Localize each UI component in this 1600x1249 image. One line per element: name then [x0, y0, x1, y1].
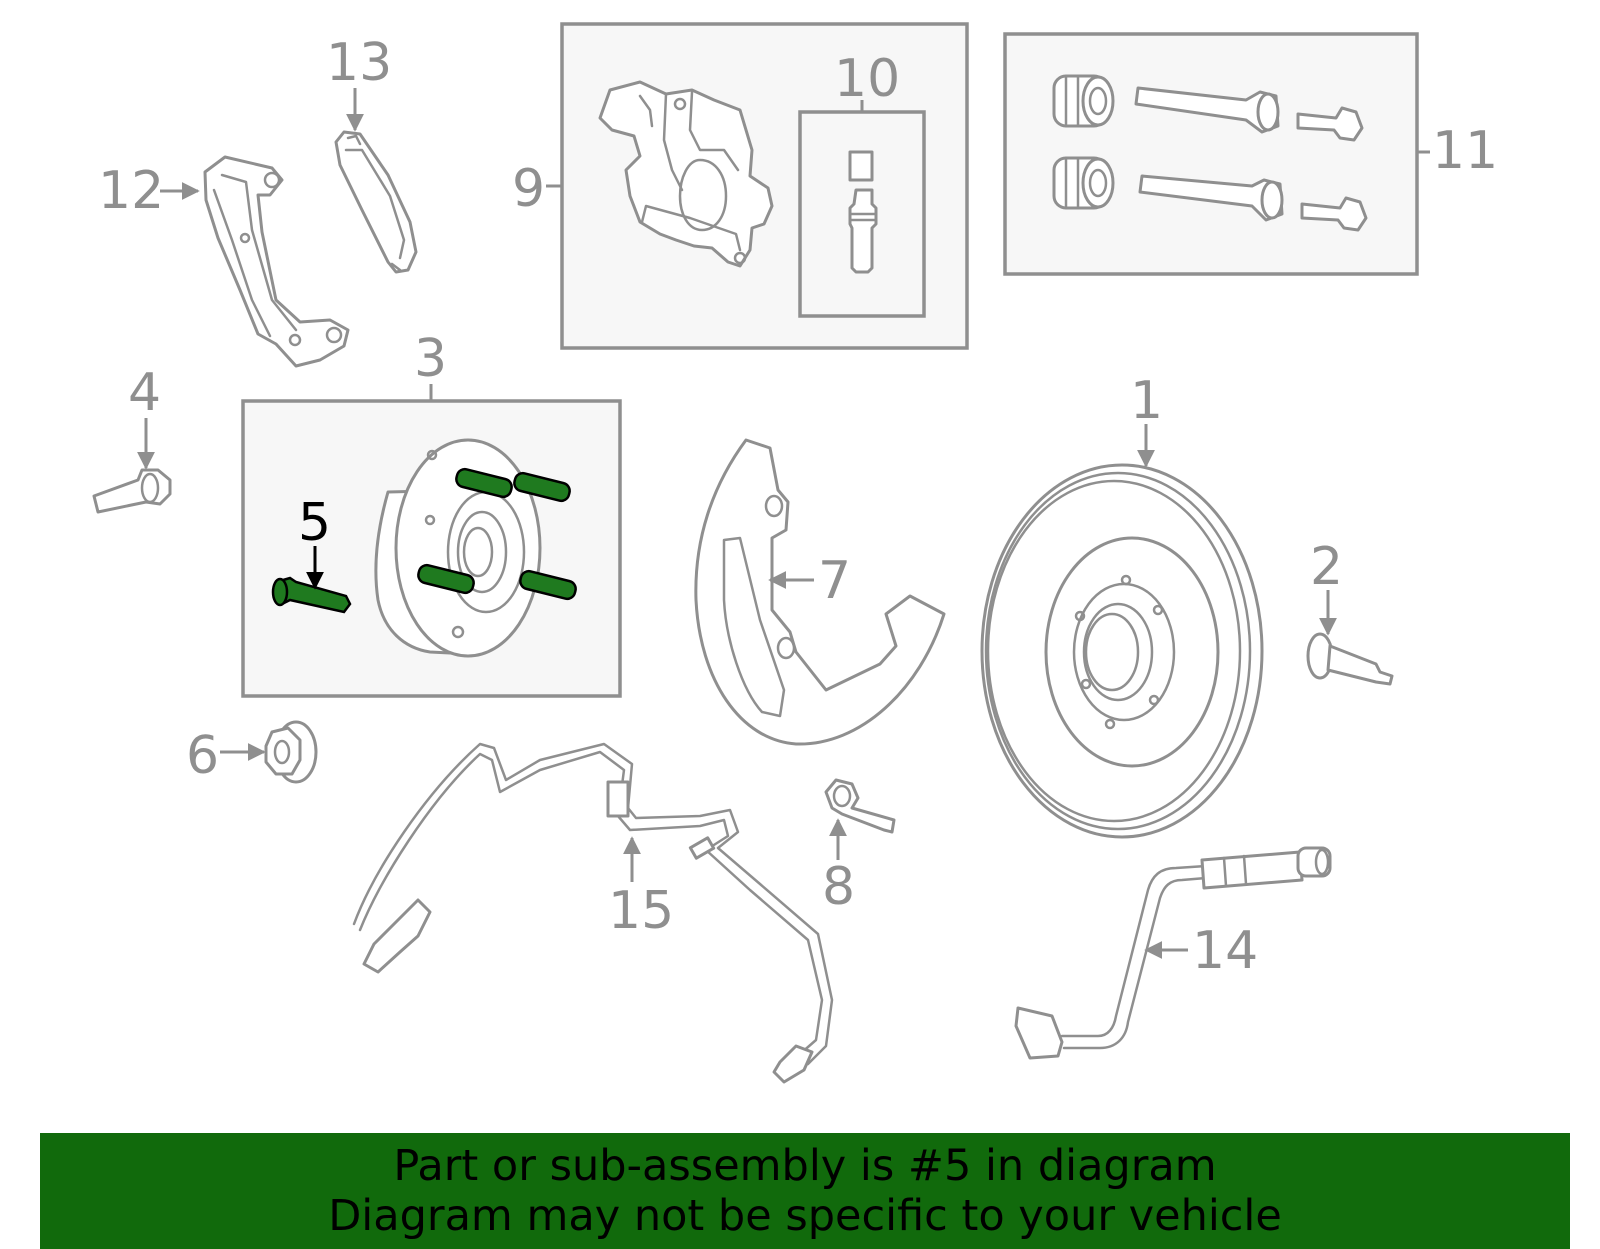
callout-12-label: 12 — [98, 161, 164, 221]
caliper-hardware-part-11[interactable] — [1052, 74, 1368, 232]
callout-13-label: 13 — [326, 33, 392, 93]
callout-15-label: 15 — [608, 881, 674, 941]
bolt-part-4[interactable] — [92, 468, 172, 514]
caliper-hardware-box — [1003, 32, 1419, 276]
notice-banner: Part or sub-assembly is #5 in diagram Di… — [40, 1133, 1570, 1249]
bolt-part-2[interactable] — [1306, 632, 1394, 686]
callout-1-label: 1 — [1130, 371, 1163, 431]
brake-pad-part-13[interactable] — [334, 130, 418, 274]
callout-8-label: 8 — [822, 857, 855, 917]
callout-9-label: 9 — [512, 159, 545, 219]
abs-sensor-harness-part-15[interactable] — [352, 742, 834, 1084]
callout-7-label: 7 — [818, 551, 851, 611]
splash-shield-part-7[interactable] — [694, 438, 946, 746]
callout-4-label: 4 — [128, 363, 161, 423]
callout-10-label: 10 — [834, 49, 900, 109]
callout-2-label: 2 — [1310, 537, 1343, 597]
callout-14-label: 14 — [1192, 921, 1258, 981]
brake-rotor-part-1[interactable] — [980, 463, 1264, 839]
notice-line-disclaimer: Diagram may not be specific to your vehi… — [328, 1191, 1282, 1241]
callout-11-label: 11 — [1432, 121, 1498, 181]
callout-6-label: 6 — [186, 726, 219, 786]
bolt-part-8[interactable] — [824, 778, 896, 834]
wheel-stud-part-5[interactable] — [271, 467, 577, 614]
brake-caliper-part-9[interactable] — [598, 80, 774, 268]
callout-3-label: 3 — [414, 329, 447, 389]
callout-5-label: 5 — [298, 493, 331, 553]
bleeder-screw-part-10[interactable] — [848, 150, 878, 274]
caliper-bracket-part-12[interactable] — [203, 155, 350, 368]
hub-nut-part-6[interactable] — [264, 720, 318, 784]
notice-line-part: Part or sub-assembly is #5 in diagram — [393, 1141, 1217, 1191]
brake-hose-part-14[interactable] — [1014, 846, 1332, 1060]
